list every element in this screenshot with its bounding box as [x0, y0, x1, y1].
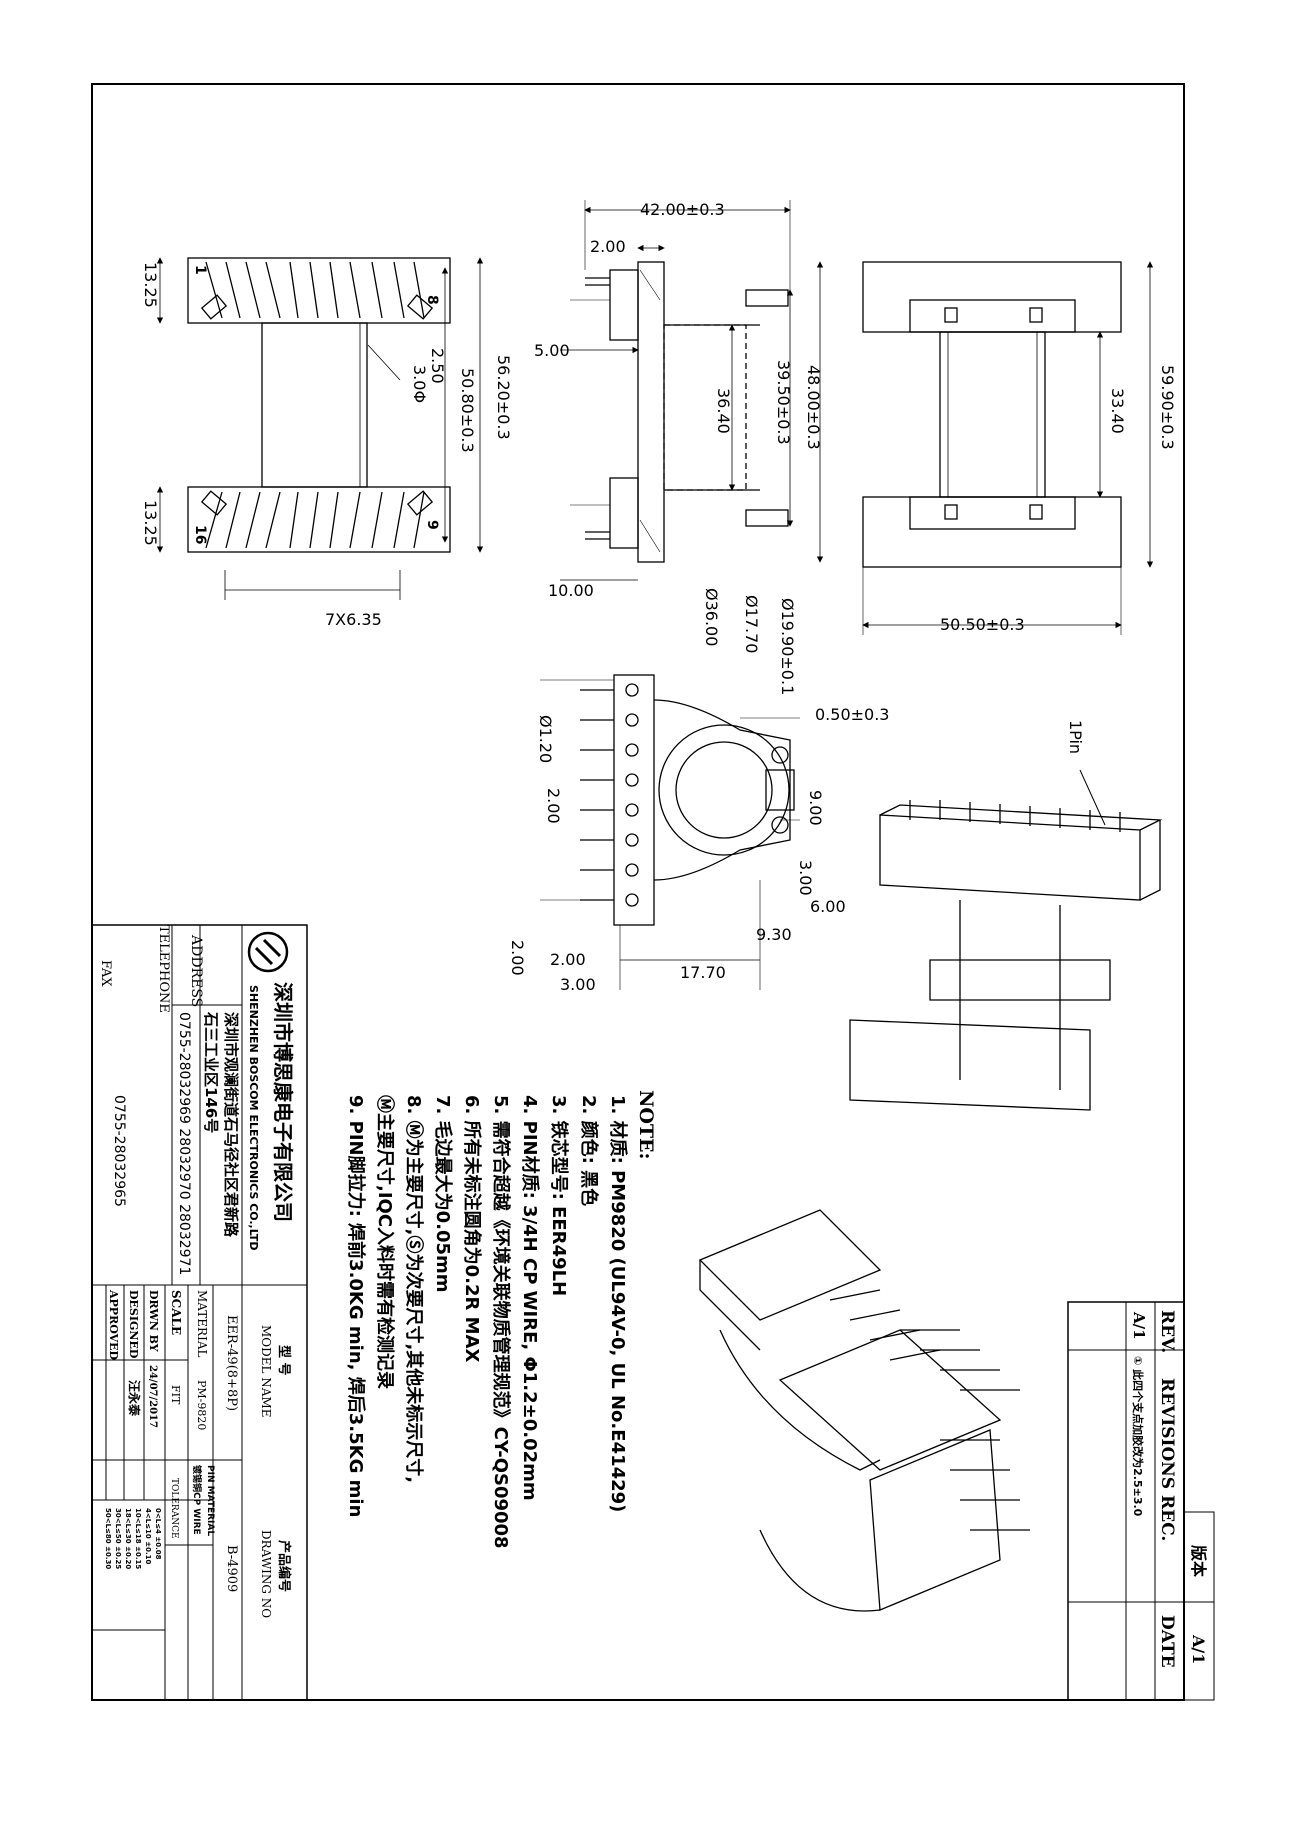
bottom-view — [540, 674, 800, 990]
drawing-label-cn: 产品编号 — [276, 1540, 292, 1592]
isometric-view-bottom — [698, 1209, 1030, 1612]
dim-dia-19-9: Ø19.90±0.1 — [778, 598, 797, 695]
tolerance-row-1: 0<L≤4 ±0.08 — [154, 1508, 162, 1560]
note-2: 2. 颜色: 黑色 — [578, 1095, 600, 1206]
note-9: 9. PIN脚拉力: 焊前3.0KG min, 焊后3.5KG min — [345, 1095, 367, 1517]
dim-36-40: 36.40 — [714, 388, 733, 434]
first-pin-label: 1Pin — [1066, 720, 1085, 754]
drawing-value: B-4909 — [224, 1545, 239, 1592]
rev-header: REV. — [1157, 1310, 1177, 1353]
dim-2-00-bottom: 2.00 — [550, 950, 586, 969]
dim-dia-17-7: Ø17.70 — [742, 595, 761, 653]
pin-16-label: 16 — [192, 525, 208, 544]
end-view — [862, 261, 1154, 635]
notes-block: NOTE: 1. 材质: PM9820 (UL94V-0, UL No.E414… — [345, 1090, 657, 1549]
model-label-cn: 型 号 — [276, 1345, 292, 1376]
tolerance-row-3: 10<L≤18 ±0.15 — [134, 1508, 142, 1569]
dim-50-50: 50.50±0.3 — [940, 615, 1025, 634]
dim-17-70: 17.70 — [680, 963, 726, 982]
approved-label: APPROVED — [107, 1289, 120, 1361]
dim-2-50: 2.50 — [428, 348, 447, 384]
note-8a: 8. Ⓜ为主要尺寸,Ⓢ为次要尺寸,其他未标示尺寸, — [403, 1095, 425, 1483]
dim-42-00: 42.00±0.3 — [640, 200, 725, 219]
tolerance-row-4: 18<L≤30 ±0.20 — [124, 1508, 132, 1569]
drawing-border — [91, 83, 1185, 1701]
company-name-en: SHENZHEN BOSCOM ELECTRONICS CO.,LTD — [247, 985, 260, 1251]
dim-3-00-bottom: 3.00 — [560, 975, 596, 994]
model-value: EER-49(8+8P) — [224, 1315, 239, 1411]
tolerance-label: TOLERANCE — [169, 1478, 179, 1539]
company-name-cn: 深圳市博思康电子有限公司 — [271, 982, 295, 1222]
dim-10-00: 10.00 — [548, 581, 594, 600]
note-1: 1. 材质: PM9820 (UL94V-0, UL No.E41429) — [607, 1095, 629, 1512]
dim-59-90: 59.90±0.3 — [1158, 365, 1177, 450]
dim-2-00-top: 2.00 — [590, 237, 626, 256]
address-label: ADDRESS — [188, 934, 204, 1007]
drawing-label-en: DRAWING NO — [259, 1530, 273, 1618]
version-label: 版本 — [1189, 1544, 1208, 1577]
note-7: 7. 毛边最大为0.05mm — [432, 1095, 454, 1293]
dim-dia-36: Ø36.00 — [702, 588, 721, 646]
telephone-label: TELEPHONE — [156, 925, 171, 1013]
material-label: MATERIAL — [195, 1290, 209, 1358]
dim-13-25-top: 13.25 — [141, 262, 160, 308]
dim-6-00: 6.00 — [810, 897, 846, 916]
company-logo — [247, 931, 289, 973]
rev-value: A/1 — [1130, 1311, 1148, 1340]
address-line-1: 深圳市观澜街道石马径社区君新路 — [222, 1012, 240, 1238]
note-5: 5. 需符合超越《环境关联物质管理规范》CY-QS09008 — [490, 1095, 512, 1549]
dim-9-30: 9.30 — [756, 925, 792, 944]
dim-13-25-bottom: 13.25 — [141, 500, 160, 546]
designed-value: 汪永泰 — [127, 1380, 142, 1417]
version-value: A/1 — [1189, 1634, 1208, 1664]
dim-0-50: 0.50±0.3 — [815, 705, 889, 724]
telephone-value: 0755-28032969 28032970 28032971 — [176, 1012, 192, 1275]
rev-description: ① 此四个支点加胶改为2.5±3.0 — [1131, 1356, 1145, 1517]
dim-2-00-side: 2.00 — [544, 788, 563, 824]
fax-label: FAX — [98, 960, 113, 987]
pin-material-value: 镀锡铜CP WIRE — [191, 1465, 203, 1535]
date-header: DATE — [1157, 1615, 1177, 1668]
fax-value: 0755-28032965 — [111, 1095, 127, 1207]
dim-39-50: 39.50±0.3 — [774, 360, 793, 445]
dim-33-40: 33.40 — [1108, 388, 1127, 434]
revision-block: 版本 A/1 REV. REVISIONS REC. DATE A/1 ① 此四… — [1067, 1301, 1215, 1701]
pitch-label: 7X6.35 — [325, 610, 382, 629]
note-4: 4. PIN材质: 3/4H CP WIRE, Φ1.2±0.02mm — [519, 1095, 541, 1501]
pin-9-label: 9 — [424, 520, 440, 530]
note-8b: Ⓜ主要尺寸,IQC入料时需有检测记录 — [374, 1095, 396, 1389]
dim-56-20: 56.20±0.3 — [494, 355, 513, 440]
tolerance-row-2: 4<L≤10 ±0.10 — [144, 1508, 152, 1565]
pin-material-label: PIN MATERIAL — [205, 1465, 215, 1536]
notes-title: NOTE: — [635, 1090, 657, 1160]
designed-label: DESIGNED — [127, 1290, 140, 1359]
pin-1-label: 1 — [192, 265, 208, 275]
tolerance-row-6: 50<L≤80 ±0.30 — [104, 1508, 112, 1569]
revisions-header: REVISIONS REC. — [1157, 1378, 1177, 1541]
title-block: 深圳市博思康电子有限公司 SHENZHEN BOSCOM ELECTRONICS… — [91, 924, 308, 1701]
side-view — [560, 200, 824, 581]
dim-5-00: 5.00 — [534, 341, 570, 360]
material-value: PM-9820 — [195, 1380, 208, 1430]
note-3: 3. 铁芯型号: EER49LH — [548, 1095, 570, 1296]
tolerance-row-5: 30<L≤50 ±0.25 — [114, 1508, 122, 1569]
dim-3-0: 3.0Φ — [410, 365, 429, 403]
dim-50-80: 50.80±0.3 — [458, 368, 477, 453]
model-label-en: MODEL NAME — [259, 1325, 273, 1418]
top-view — [156, 257, 484, 600]
scale-label: SCALE — [169, 1290, 183, 1335]
dim-48-00: 48.00±0.3 — [804, 365, 823, 450]
address-line-2: 石三工业区146号 — [202, 1011, 220, 1133]
drawn-by-value: 24/07/2017 — [147, 1365, 158, 1428]
drawn-by-label: DRWN BY — [147, 1290, 160, 1352]
scale-value: FIT — [169, 1385, 182, 1405]
note-6: 6. 所有未标注圆角为0.2R MAX — [461, 1095, 483, 1362]
isometric-view-top — [849, 769, 1163, 1111]
dim-9-00: 9.00 — [806, 790, 825, 826]
pin-8-label: 8 — [424, 295, 440, 305]
dim-3-00-side: 3.00 — [796, 860, 815, 896]
dim-pin-dia: Ø1.20 — [536, 715, 555, 763]
dim-2-00-low: 2.00 — [508, 940, 527, 976]
